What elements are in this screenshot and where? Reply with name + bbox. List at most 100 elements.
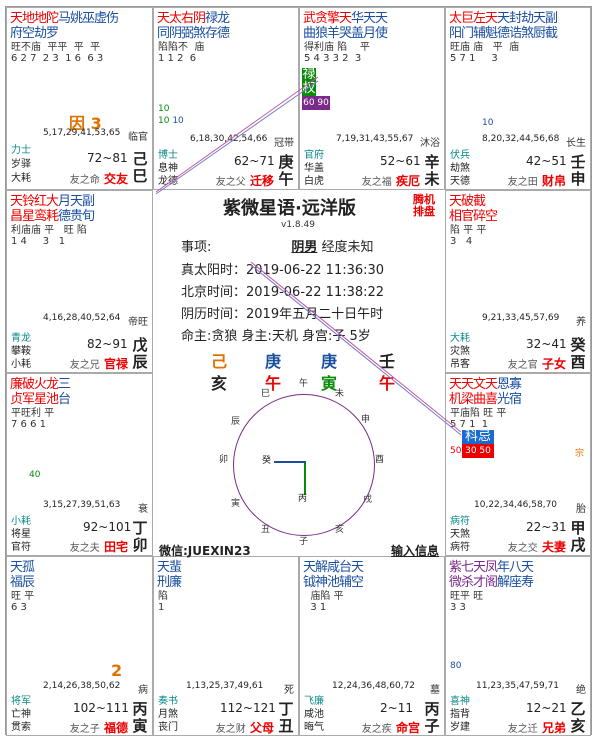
cell-ages: 6,18,30,42,54,66	[190, 134, 268, 144]
cell-ganzhi: 戊辰	[132, 336, 148, 371]
cell-god3: 天德	[450, 176, 470, 187]
cell-god3: 岁建	[450, 722, 470, 733]
cell-range: 82~91	[87, 337, 128, 351]
cell-god2: 灾煞	[450, 346, 470, 357]
cell-god3: 丧门	[158, 722, 178, 733]
cell-range: 102~111	[73, 701, 129, 715]
palace-chou[interactable]: 天蜚刑廉 陷 1 1,13,25,37,49,61 死 奏书 月煞 丧门 112…	[153, 556, 299, 736]
cell-god3: 病符	[450, 542, 470, 553]
app-version: v1.8.49	[281, 220, 315, 230]
cell-ganzhi: 丁丑	[278, 700, 294, 735]
side-num: 10	[158, 104, 170, 114]
cell-palace: 友之迁 兄弟	[507, 721, 566, 735]
branch-chou: 丑	[261, 525, 271, 535]
cell-range: 2~11	[380, 701, 413, 715]
cell-levels: 平旺利 平 7 6 6 1	[11, 408, 55, 430]
cell-range: 42~51	[526, 154, 567, 168]
hand-green	[304, 461, 306, 495]
cell-stage: 长生	[566, 138, 586, 149]
cell-god2: 咸池	[304, 709, 324, 720]
palace-wei[interactable]: 武贪擎天华天天曲狼羊哭盖月使 得利庙 陷 平 5 4 3 3 2 3 禄权 60…	[299, 7, 445, 190]
cell-god2: 月煞	[158, 709, 178, 720]
input-info-button[interactable]: 输入信息	[390, 544, 439, 558]
cell-range: 32~41	[526, 337, 567, 351]
brand-tag: 腾机排盘	[413, 193, 435, 218]
side-num: 10	[482, 118, 494, 128]
branch-hai: 亥	[335, 525, 345, 535]
cell-palace: 友之财 父母	[215, 721, 274, 735]
cell-stage: 帝旺	[128, 317, 148, 328]
hua-lu-quan: 禄权 60 90	[302, 67, 330, 110]
cell-range: 22~31	[526, 520, 567, 534]
info-row-5: 命主:贪狼 身主:天机 身宫:子 5岁	[181, 329, 371, 344]
branch-you: 酉	[375, 455, 385, 465]
cell-ganzhi: 己巳	[132, 150, 148, 185]
cell-palace: 友之交 夫妻	[507, 540, 566, 554]
cell-god3: 贯索	[11, 722, 31, 733]
cell-god3: 官符	[11, 542, 31, 553]
cell-levels: 得利庙 陷 平 5 4 3 3 2 3	[304, 42, 370, 64]
pillar-hour-branch: 午	[378, 374, 395, 393]
cell-palace: 友之命 交友	[69, 172, 128, 186]
branch-wu: 午	[299, 379, 309, 389]
cell-palace: 友之兄 官禄	[69, 357, 128, 371]
cell-ages: 2,14,26,38,50,62	[43, 681, 121, 691]
side-num: 50	[450, 446, 462, 456]
palace-mao[interactable]: 廉破火龙三贞军星池台 平旺利 平 7 6 6 1 40 3,15,27,39,5…	[6, 373, 153, 556]
big-mark: 2	[111, 661, 123, 680]
cell-god3: 龙德	[158, 176, 178, 187]
cell-stage: 冠带	[274, 138, 294, 149]
branch-chen: 辰	[231, 417, 241, 427]
cell-god2: 息神	[158, 163, 178, 174]
cell-god: 博士	[158, 150, 178, 161]
cell-god2: 攀鞍	[11, 346, 31, 357]
cell-palace: 友之官 子女	[507, 357, 566, 371]
chart-grid: 天地地陀马姚巫虚伤府空劫罗 旺不庙 平平 平 平 6 2 7 2 3 1 6 6…	[5, 6, 592, 736]
palace-shen[interactable]: 太巨左天天封劫天副阳门辅魁德诰煞厨截 旺庙 庙 平 庙 5 7 1 3 10 8…	[445, 7, 591, 190]
palace-zi[interactable]: 天解咸台天钺神池辅空 庙陷 平 3 1 12,24,36,48,60,72 墓 …	[299, 556, 445, 736]
info-row-4: 阴历时间：2019年五月二十日午时	[181, 307, 384, 322]
info-row-1: 事项:阴男 经度未知	[181, 240, 374, 255]
branch-shen: 申	[361, 415, 371, 425]
cell-ages: 7,19,31,43,55,67	[336, 134, 414, 144]
cell-ganzhi: 丙子	[424, 700, 440, 735]
cell-stars: 天解咸台天钺神池辅空	[303, 560, 364, 590]
palace-hai[interactable]: 紫七天凤年八天微杀才阁解座寿 旺平 旺 3 3 80 11,23,35,47,5…	[445, 556, 591, 736]
cell-god: 青龙	[11, 333, 31, 344]
palace-chen[interactable]: 天铃红大月天副昌星鸾耗德贵旬 利庙庙 平 旺 陷 1 4 3 1 4,16,28…	[6, 190, 153, 373]
pillar-hour-stem: 壬	[378, 352, 395, 371]
cell-god: 喜神	[450, 696, 470, 707]
cell-stars: 天孤福辰	[10, 560, 35, 590]
side-num: 10 10	[158, 116, 184, 126]
palace-xu[interactable]: 天天文天恩寡机梁曲喜光宿 平庙陷 旺 平 5 7 1 1 科忌 30 50 50…	[445, 373, 591, 556]
cell-stars: 太巨左天天封劫天副阳门辅魁德诰煞厨截	[449, 11, 558, 41]
palace-wu[interactable]: 天太右阴禄龙同阴弼煞存德 陷陷不 庙 1 1 2 6 10 10 10 6,18…	[153, 7, 299, 190]
cell-ages: 11,23,35,47,59,71	[476, 681, 560, 691]
branch-wei: 未	[335, 389, 345, 399]
cell-stage: 沐浴	[420, 138, 440, 149]
cell-levels: 平庙陷 旺 平 5 7 1 1	[450, 408, 507, 430]
cell-god2: 华盖	[304, 163, 324, 174]
cell-palace: 友之父 迁移	[215, 174, 274, 188]
palace-you[interactable]: 天破截相官碎空 陷 平 平 3 4 9,21,33,45,57,69 养 大耗 …	[445, 190, 591, 373]
palace-yin[interactable]: 天孤福辰 旺 平 6 3 2 2,14,26,38,50,62 病 将军 亡神 …	[6, 556, 153, 736]
cell-stage: 病	[138, 685, 148, 696]
cell-ages: 1,13,25,37,49,61	[186, 681, 264, 691]
cell-stars: 天破截相官碎空	[449, 194, 498, 224]
branch-xu: 戌	[363, 495, 373, 505]
cell-god: 力士	[11, 145, 31, 156]
pillar-year-branch: 亥	[210, 374, 227, 393]
cell-stage: 临官	[128, 132, 148, 143]
cell-levels: 利庙庙 平 旺 陷 1 4 3 1	[11, 225, 87, 247]
pillar-year-stem: 己	[210, 352, 227, 371]
branch-mao: 卯	[219, 455, 229, 465]
cell-stage: 墓	[430, 685, 440, 696]
cell-stage: 衰	[138, 504, 148, 515]
side-num: 宗	[574, 449, 584, 459]
palace-si[interactable]: 天地地陀马姚巫虚伤府空劫罗 旺不庙 平平 平 平 6 2 7 2 3 1 6 6…	[6, 7, 153, 190]
pillar-day-stem: 庚	[320, 352, 337, 371]
cell-ganzhi: 壬申	[570, 153, 586, 188]
cell-ages: 12,24,36,48,60,72	[332, 681, 416, 691]
cell-ages: 5,17,29,41,53,65	[43, 128, 121, 138]
mark-bing: 丙	[298, 494, 308, 504]
